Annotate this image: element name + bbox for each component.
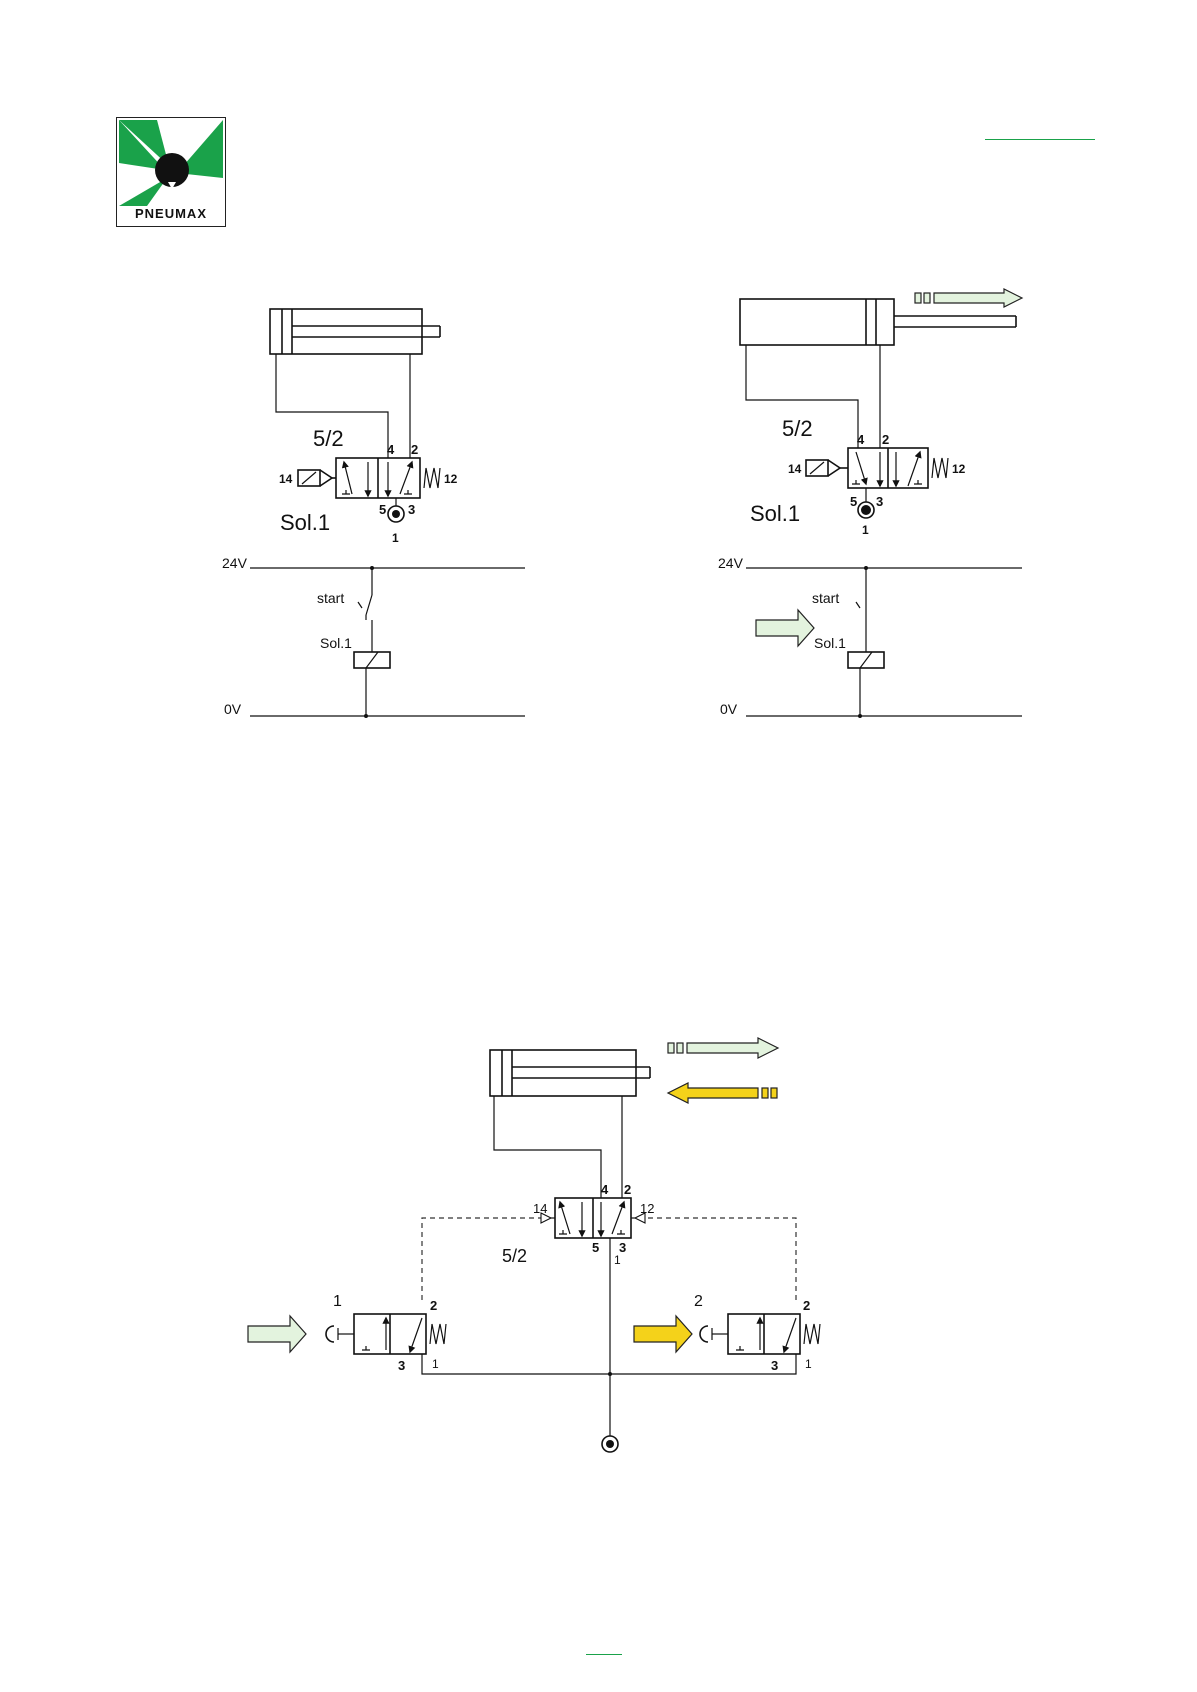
- port-5-label: 5: [592, 1240, 599, 1255]
- pilot-line-14: [421, 1217, 541, 1300]
- press-arrow-2-icon: [633, 1314, 693, 1354]
- valve-type-label-2: 5/2: [782, 416, 813, 441]
- port-4-label: 4: [857, 432, 865, 447]
- cylinder-body-1: [269, 308, 423, 355]
- supply-port-2: [857, 501, 875, 519]
- start-label-1: start: [317, 590, 344, 606]
- coil-label-1: Sol.1: [320, 635, 352, 651]
- energize-arrow-icon: [755, 608, 815, 648]
- pneumax-logo: PNEUMAX: [116, 117, 226, 227]
- port-5-label: 5: [379, 502, 386, 517]
- tube-4: [275, 354, 389, 458]
- rail-0v-label-2: 0V: [720, 701, 738, 717]
- diagram-3: 14 12 4 2 5 3 1 5/2 1 2 3 1: [247, 1037, 821, 1453]
- supply-port-1: [387, 505, 405, 523]
- port-12-label: 12: [444, 472, 458, 486]
- extend-arrow-icon: [686, 1037, 780, 1059]
- rail-0v-label-1: 0V: [224, 701, 242, 717]
- diagram-1: 5/2 4 2 5 3 1 14 12 Sol.1 24V 0V start S…: [222, 308, 525, 718]
- rail-24v-label-1: 24V: [222, 555, 248, 571]
- port-2-label: 2: [882, 432, 889, 447]
- cylinder-body-3: [489, 1049, 637, 1097]
- b1-port-1-label: 1: [432, 1357, 439, 1371]
- logo-text: PNEUMAX: [135, 206, 207, 221]
- port-1-label: 1: [392, 531, 399, 545]
- header-rule: [985, 139, 1095, 140]
- button-2-label: 2: [694, 1293, 703, 1310]
- port-14-label: 14: [788, 462, 802, 476]
- b2-port-2-label: 2: [803, 1298, 810, 1313]
- b2-port-3-label: 3: [771, 1358, 778, 1373]
- retract-arrow-icon: [666, 1082, 759, 1104]
- port-1-label: 1: [614, 1253, 621, 1267]
- solenoid-label-2: Sol.1: [750, 501, 800, 526]
- port-1-label: 1: [862, 523, 869, 537]
- diagram-2: 5/2 4 2 5 3 1 14 12 Sol.1 24V 0V start S…: [718, 288, 1024, 718]
- valve-type-label-1: 5/2: [313, 426, 344, 451]
- coil-sol1-1: [353, 651, 391, 669]
- port-3-label: 3: [408, 502, 415, 517]
- coil-label-2: Sol.1: [814, 635, 846, 651]
- port-5-label: 5: [850, 494, 857, 509]
- port-4-label: 4: [601, 1182, 609, 1197]
- rail-24v-label-2: 24V: [718, 555, 744, 571]
- b2-port-1-label: 1: [805, 1357, 812, 1371]
- press-arrow-1-icon: [247, 1314, 307, 1354]
- start-switch-1: [365, 594, 373, 616]
- port-3-label: 3: [876, 494, 883, 509]
- port-14-label: 14: [533, 1201, 547, 1216]
- cylinder-body-2: [739, 298, 895, 346]
- port-4-label: 4: [387, 442, 395, 457]
- port-12-label: 12: [640, 1201, 654, 1216]
- port-2-label: 2: [411, 442, 418, 457]
- port-3-label: 3: [619, 1240, 626, 1255]
- port-12-label: 12: [952, 462, 966, 476]
- coil-sol1-2: [847, 651, 885, 669]
- button-1-label: 1: [333, 1293, 342, 1310]
- solenoid-label-1: Sol.1: [280, 510, 330, 535]
- supply-port-3: [601, 1435, 619, 1453]
- footer-rule: [586, 1654, 622, 1655]
- start-label-2: start: [812, 590, 839, 606]
- valve-type-label-3: 5/2: [502, 1246, 527, 1266]
- port-14-label: 14: [279, 472, 293, 486]
- b1-port-3-label: 3: [398, 1358, 405, 1373]
- port-2-label: 2: [624, 1182, 631, 1197]
- pilot-line-12: [645, 1217, 797, 1300]
- b1-port-2-label: 2: [430, 1298, 437, 1313]
- forward-arrow-icon: [933, 288, 1024, 308]
